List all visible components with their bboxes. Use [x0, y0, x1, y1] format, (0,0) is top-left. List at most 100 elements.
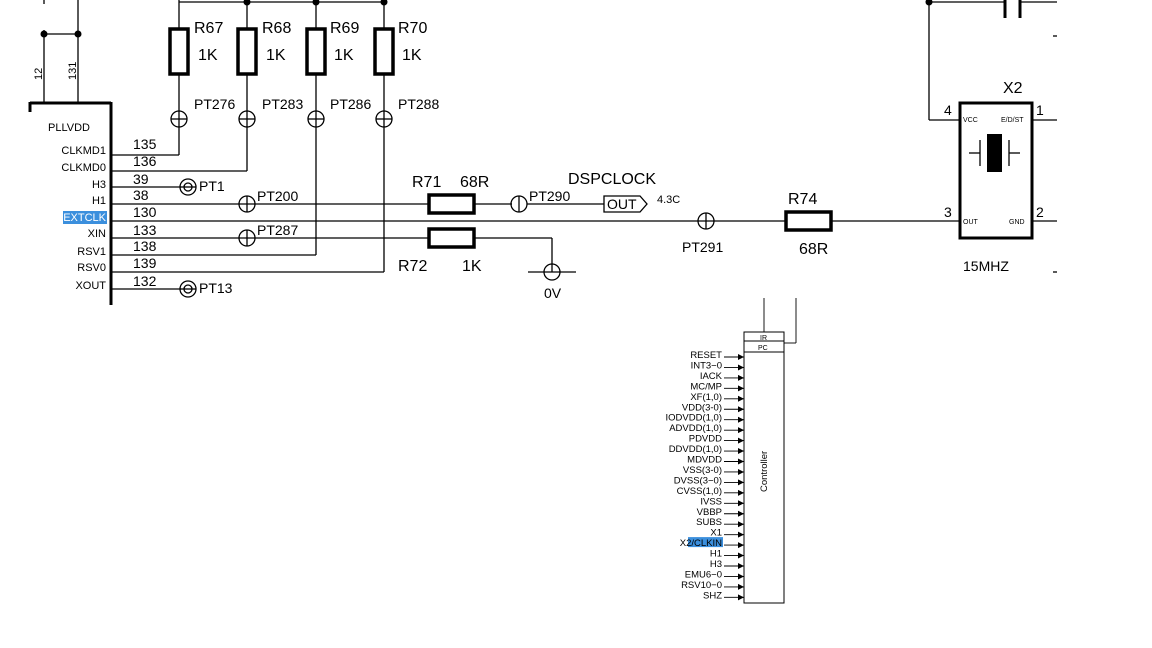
r67-ref: R67 [194, 20, 223, 37]
controller-signal-label[interactable]: X2/CLKIN [680, 538, 722, 549]
controller-block: IR PC Controller RESETINT3−0IACKMC/MPXF(… [666, 298, 797, 604]
testpoint-pt286[interactable] [307, 110, 325, 128]
arrow-icon [738, 416, 744, 423]
controller-signal-row: SHZ [703, 590, 744, 601]
controller-signal-list: RESETINT3−0IACKMC/MPXF(1,0)VDD(3-0)IODVD… [666, 350, 744, 601]
arrow-icon [738, 364, 744, 371]
pin-num-132: 132 [133, 273, 157, 289]
crystal-pin-2: 2 [1036, 204, 1044, 220]
testpoint-pt290[interactable] [510, 195, 528, 213]
pullup-testpoints: PT276 PT283 PT286 PT288 [170, 96, 439, 128]
testpoint-pt276[interactable] [170, 110, 188, 128]
pin-num-38: 38 [133, 187, 149, 203]
pt13-label: PT13 [199, 280, 233, 296]
crystal-ref: X2 [1003, 80, 1023, 97]
pt290-label: PT290 [529, 188, 570, 204]
arrow-icon [738, 573, 744, 580]
pin-num-138: 138 [133, 238, 157, 254]
ic-pin-numbers: 135 136 39 38 130 133 138 139 132 [133, 136, 157, 289]
clkin-highlight [688, 537, 723, 548]
arrow-icon [738, 583, 744, 590]
resistor-r68: R68 1K [236, 20, 291, 171]
resistor-r69: R69 1K [305, 20, 359, 255]
pt287-label: PT287 [257, 222, 298, 238]
ic-top-pin-12: 12 [33, 68, 45, 80]
testpoint-pt291[interactable] [697, 212, 715, 230]
pin-name-rsv0: RSV0 [77, 262, 106, 274]
pt200-label: PT200 [257, 188, 298, 204]
arrow-icon [738, 500, 744, 507]
controller-signal-label: RSV10−0 [681, 580, 722, 591]
controller-signal-row: RSV10−0 [681, 580, 744, 591]
arrow-icon [738, 448, 744, 455]
arrow-icon [738, 354, 744, 360]
controller-signal-label: ADVDD(1,0) [669, 423, 722, 434]
arrow-icon [738, 521, 744, 528]
extclk-highlight [63, 211, 107, 224]
r69-ref: R69 [330, 20, 359, 37]
net-label-dspclock: DSPCLOCK [568, 171, 656, 188]
controller-signal-label: CVSS(1,0) [677, 486, 722, 497]
arrow-icon [738, 374, 744, 381]
pin-num-139: 139 [133, 255, 157, 271]
testpoint-pt287[interactable] [238, 229, 256, 247]
crystal-vcc-label: VCC [963, 117, 978, 124]
controller-signal-label: MC/MP [690, 381, 722, 392]
crystal-pin-3: 3 [944, 204, 952, 220]
controller-signal-label: H1 [710, 549, 722, 560]
controller-box-ir: IR [760, 335, 767, 342]
pin-num-135: 135 [133, 136, 157, 152]
controller-signal-row: VDD(3-0) [682, 402, 744, 413]
controller-signal-row: CVSS(1,0) [677, 486, 744, 497]
controller-signal-row: IODVDD(1,0) [666, 413, 744, 424]
controller-signal-row: H1 [710, 549, 744, 560]
pin-name-clkmd1: CLKMD1 [61, 145, 106, 157]
r68-ref: R68 [262, 20, 291, 37]
pin-name-h3: H3 [92, 179, 106, 191]
pt1-label: PT1 [199, 178, 225, 194]
testpoint-pt1[interactable] [179, 178, 197, 196]
crystal-symbol-icon [969, 134, 1020, 172]
controller-signal-label: H3 [710, 559, 722, 570]
controller-signal-label: VSS(3-0) [683, 465, 722, 476]
controller-signal-row: VBBP [697, 507, 744, 518]
resistor-r72: R72 1K [398, 227, 553, 275]
controller-signal-label: IVSS [700, 496, 722, 507]
controller-signal-row: ADVDD(1,0) [669, 423, 744, 434]
controller-signal-row: SUBS [696, 517, 744, 528]
pin-wires [111, 154, 786, 290]
controller-signal-row: MDVDD [687, 455, 744, 466]
crystal-ed-label: E/D/ST [1001, 117, 1024, 124]
ic-power-area: 12 131 [33, 0, 82, 104]
ground-symbol: 0V [528, 263, 576, 301]
testpoint-pt288[interactable] [375, 110, 393, 128]
testpoint-pt200[interactable] [238, 195, 256, 213]
pin-name-clkmd0: CLKMD0 [61, 162, 106, 174]
crystal-pin-4: 4 [944, 102, 952, 118]
r68-value: 1K [266, 47, 286, 64]
pin-num-136: 136 [133, 153, 157, 169]
pt286-label: PT286 [330, 96, 371, 112]
controller-signal-label: DVSS(3−0) [674, 475, 722, 486]
pin-name-extclk[interactable]: EXTCLK [63, 212, 106, 224]
controller-signal-row: RESET [690, 350, 744, 361]
out-port[interactable]: OUT [603, 195, 648, 213]
crystal-out-label: OUT [963, 219, 979, 226]
arrow-icon [738, 437, 744, 444]
testpoint-pt13[interactable] [179, 280, 197, 298]
pin-name-rsv1: RSV1 [77, 246, 106, 258]
controller-signal-row: INT3−0 [691, 360, 744, 371]
resistor-r70: R70 1K [373, 20, 427, 272]
pin-name-xin: XIN [88, 228, 106, 240]
arrow-icon [738, 542, 744, 549]
resistor-r67: R67 1K [168, 20, 223, 155]
testpoint-pt283[interactable] [238, 110, 256, 128]
arrow-icon [738, 406, 744, 413]
pt276-label: PT276 [194, 96, 235, 112]
pt283-label: PT283 [262, 96, 303, 112]
arrow-icon [738, 510, 744, 517]
pt291-label: PT291 [682, 239, 723, 255]
controller-signal-row: PDVDD [689, 434, 744, 445]
ic-top-pin-131: 131 [67, 62, 79, 80]
controller-signal-row: VSS(3-0) [683, 465, 744, 476]
